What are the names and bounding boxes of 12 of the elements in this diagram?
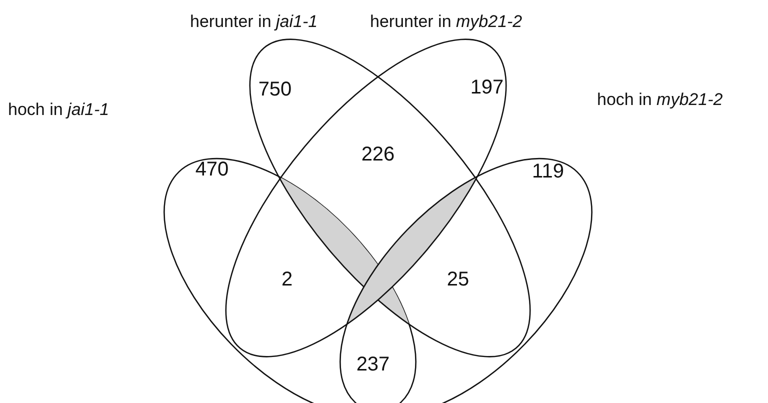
region-count: 237: [356, 354, 390, 376]
set-label: hoch in myb21-2: [597, 90, 723, 110]
region-count: 25: [446, 268, 470, 292]
region-count: 226: [361, 144, 395, 166]
region-count: 119: [532, 160, 564, 184]
set-label: herunter in jai1-1: [190, 12, 318, 32]
region-count: 750: [258, 78, 292, 102]
region-count: 197: [470, 76, 504, 100]
set-label: hoch in jai1-1: [8, 100, 110, 120]
region-count: 2: [281, 268, 293, 292]
region-count: 470: [195, 158, 229, 182]
set-label: herunter in myb21-2: [370, 12, 522, 32]
